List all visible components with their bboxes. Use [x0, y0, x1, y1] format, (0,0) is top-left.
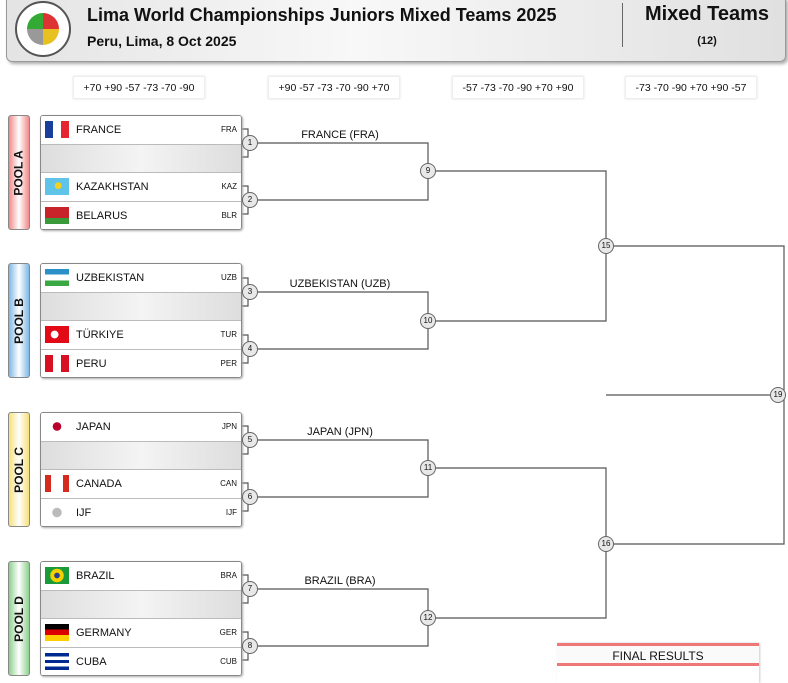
divider: [622, 3, 623, 47]
pool-box: BRAZIL BRA GERMANY GER CUBA CUB: [40, 561, 242, 676]
team-code: TUR: [220, 330, 237, 339]
team-name: TÜRKIYE: [76, 329, 124, 341]
weight-order-4: -73 -70 -90 +70 +90 -57: [625, 76, 757, 99]
flag-can-icon: [45, 475, 69, 492]
pool-box: UZBEKISTAN UZB TÜRKIYE TUR PERU PER: [40, 263, 242, 378]
flag-uzb-icon: [45, 269, 69, 286]
match-circle[interactable]: 9: [420, 163, 436, 179]
category-title: Mixed Teams: [644, 3, 770, 25]
event-subtitle: Peru, Lima, 8 Oct 2025: [87, 33, 237, 49]
team-count: (12): [697, 35, 717, 47]
team-code: KAZ: [221, 182, 237, 191]
team-row[interactable]: BRAZIL BRA: [41, 562, 241, 591]
team-row[interactable]: FRANCE FRA: [41, 116, 241, 145]
team-row[interactable]: KAZAKHSTAN KAZ: [41, 173, 241, 202]
team-row[interactable]: JAPAN JPN: [41, 413, 241, 442]
match-circle[interactable]: 12: [420, 610, 436, 626]
empty-slot: [41, 144, 241, 173]
team-row[interactable]: IJF IJF: [41, 498, 241, 526]
team-name: BELARUS: [76, 209, 128, 222]
empty-slot: [41, 292, 241, 321]
pool-winner-label: FRANCE (FRA): [301, 129, 379, 141]
match-circle[interactable]: 10: [420, 313, 436, 329]
pool-label-0: POOL A: [8, 115, 30, 230]
team-code: BRA: [220, 571, 237, 580]
empty-slot: [41, 441, 241, 470]
pool-label-2: POOL C: [8, 412, 30, 527]
team-name: GERMANY: [76, 627, 132, 639]
team-row[interactable]: TÜRKIYE TUR: [41, 321, 241, 350]
weight-order-1: +70 +90 -57 -73 -70 -90: [73, 76, 205, 99]
team-row[interactable]: GERMANY GER: [41, 619, 241, 648]
match-circle[interactable]: 1: [242, 135, 258, 151]
team-name: IJF: [76, 506, 92, 519]
team-name: CANADA: [76, 478, 122, 490]
flag-ger-icon: [45, 624, 69, 641]
final-results-title: FINAL RESULTS: [557, 646, 759, 666]
match-circle[interactable]: 2: [242, 192, 258, 208]
team-name: FRANCE: [76, 124, 122, 136]
team-row[interactable]: CUBA CUB: [41, 647, 241, 675]
team-code: CAN: [220, 479, 237, 488]
flag-jpn-icon: [45, 418, 69, 435]
match-circle[interactable]: 4: [242, 341, 258, 357]
team-name: CUBA: [76, 655, 107, 668]
team-code: FRA: [221, 125, 237, 134]
pool-winner-label: BRAZIL (BRA): [304, 575, 376, 587]
team-code: PER: [220, 358, 237, 368]
match-circle[interactable]: 16: [598, 536, 614, 552]
pool-winner-label: JAPAN (JPN): [307, 426, 373, 438]
event-title: Lima World Championships Juniors Mixed T…: [87, 5, 557, 25]
match-circle[interactable]: 7: [242, 581, 258, 597]
team-code: CUB: [220, 656, 237, 666]
match-circle[interactable]: 8: [242, 638, 258, 654]
pool-box: JAPAN JPN CANADA CAN IJF IJF: [40, 412, 242, 527]
team-name: UZBEKISTAN: [76, 272, 145, 284]
pool-label-3: POOL D: [8, 561, 30, 676]
flag-cub-icon: [45, 652, 69, 670]
team-name: JAPAN: [76, 421, 111, 433]
pool-box: FRANCE FRA KAZAKHSTAN KAZ BELARUS BLR: [40, 115, 242, 230]
team-code: IJF: [225, 507, 237, 517]
team-name: BRAZIL: [76, 570, 115, 582]
match-circle[interactable]: 3: [242, 284, 258, 300]
team-row[interactable]: CANADA CAN: [41, 470, 241, 499]
event-header: Lima World Championships Juniors Mixed T…: [6, 0, 786, 62]
team-row[interactable]: UZBEKISTAN UZB: [41, 264, 241, 293]
empty-slot: [41, 590, 241, 619]
flag-ijf-icon: [45, 503, 69, 521]
team-row[interactable]: BELARUS BLR: [41, 201, 241, 229]
flag-per-icon: [45, 354, 69, 372]
flag-blr-icon: [45, 206, 69, 224]
pool-winner-label: UZBEKISTAN (UZB): [289, 278, 391, 290]
team-code: UZB: [221, 273, 237, 282]
team-code: GER: [219, 628, 237, 637]
final-results-panel: FINAL RESULTS: [557, 643, 759, 683]
flag-bra-icon: [45, 567, 69, 584]
team-code: BLR: [221, 210, 237, 220]
weight-order-2: +90 -57 -73 -70 -90 +70: [268, 76, 400, 99]
match-circle[interactable]: 5: [242, 432, 258, 448]
flag-fra-icon: [45, 121, 69, 138]
team-name: PERU: [76, 357, 107, 370]
pool-label-1: POOL B: [8, 263, 30, 378]
match-circle[interactable]: 15: [598, 238, 614, 254]
match-circle[interactable]: 6: [242, 489, 258, 505]
ijf-logo: [15, 1, 71, 57]
team-name: KAZAKHSTAN: [76, 181, 149, 193]
team-code: JPN: [221, 422, 237, 431]
flag-tur-icon: [45, 326, 69, 343]
match-circle[interactable]: 19: [770, 387, 786, 403]
match-circle[interactable]: 11: [420, 460, 436, 476]
team-row[interactable]: PERU PER: [41, 349, 241, 377]
weight-order-3: -57 -73 -70 -90 +70 +90: [452, 76, 584, 99]
flag-kaz-icon: [45, 178, 69, 195]
